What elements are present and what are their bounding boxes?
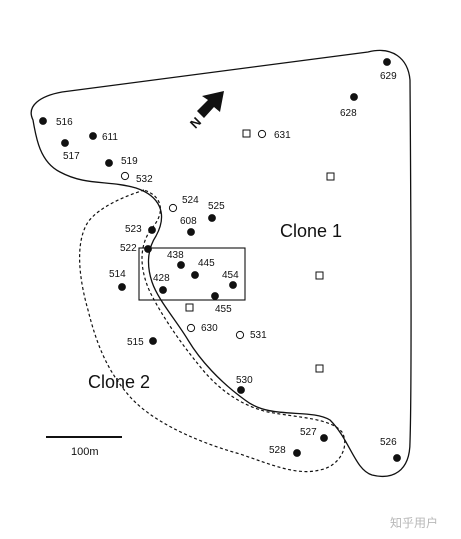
filled-circle-marker [237, 386, 245, 394]
filled-circle-marker [320, 434, 328, 442]
filled-circle-marker [293, 449, 301, 457]
filled-circle-marker [393, 454, 401, 462]
filled-circle-marker [208, 214, 216, 222]
sample-point-label: 525 [208, 201, 225, 212]
filled-circle-marker [61, 139, 69, 147]
open-circle-marker [120, 171, 130, 181]
sample-point-454: 454 [222, 270, 239, 289]
sample-point-label: 532 [136, 174, 153, 185]
open-circle-marker [235, 330, 245, 340]
sample-point-516: 516 [39, 117, 73, 128]
filled-circle-marker [191, 271, 199, 279]
watermark-text: 知乎用户 [390, 515, 438, 530]
sample-point-label: 445 [198, 258, 215, 269]
sample-point-label: 526 [380, 437, 397, 448]
sample-point-label: 527 [300, 427, 317, 438]
filled-circle-marker [105, 159, 113, 167]
open-circle-marker [168, 203, 178, 213]
sample-point-label: 428 [153, 273, 170, 284]
sample-point-608: 608 [180, 216, 197, 236]
filled-circle-marker [148, 226, 156, 234]
filled-circle-marker [89, 132, 97, 140]
sample-point-label: 531 [250, 330, 267, 341]
square-marker [315, 271, 324, 280]
filled-circle-marker [159, 286, 167, 294]
sample-point-523: 523 [125, 224, 156, 235]
sample-point-611: 611 [89, 132, 118, 143]
filled-circle-marker [229, 281, 237, 289]
clone-1-boundary [30, 49, 412, 477]
sample-point-530: 530 [236, 375, 253, 394]
sample-point-522: 522 [120, 243, 152, 254]
sample-point-label: 522 [120, 243, 137, 254]
sample-point-label: 455 [215, 304, 232, 315]
sample-point-517: 517 [61, 139, 80, 162]
sample-point-428: 428 [153, 273, 170, 294]
sample-point-629: 629 [380, 58, 397, 82]
north-arrow: N [187, 91, 224, 131]
sample-point-438: 438 [167, 250, 185, 269]
sample-point-label: 608 [180, 216, 197, 227]
sample-point-628: 628 [340, 93, 358, 119]
sample-point-630: 630 [186, 323, 218, 334]
sample-point-525: 525 [208, 201, 225, 222]
sample-point-514: 514 [109, 269, 126, 291]
north-arrow-icon [197, 91, 224, 118]
sample-point-519: 519 [105, 156, 138, 167]
sample-point-label: 517 [63, 151, 80, 162]
sample-point-label: 528 [269, 445, 286, 456]
sample-point-526: 526 [380, 437, 401, 462]
filled-circle-marker [39, 117, 47, 125]
clone-2-label: Clone 2 [88, 372, 150, 392]
study-plot-rectangle [138, 247, 246, 301]
filled-circle-marker [149, 337, 157, 345]
scale-bar: 100m [46, 436, 122, 458]
sample-points: 516 611 517 519 532 629 628 631 524 525 608 523 522 4… [39, 58, 401, 462]
sample-point-527: 527 [300, 427, 328, 442]
square-marker [315, 364, 324, 373]
sample-point-label: 524 [182, 195, 199, 206]
sample-point-label: 631 [274, 130, 291, 141]
sample-point-label: 629 [380, 71, 397, 82]
sample-point-label: 523 [125, 224, 142, 235]
filled-circle-marker [211, 292, 219, 300]
filled-circle-marker [350, 93, 358, 101]
empty-square-markers [185, 129, 335, 373]
sample-point-631: 631 [257, 129, 291, 141]
filled-circle-marker [144, 245, 152, 253]
sample-point-label: 514 [109, 269, 126, 280]
sample-point-label: 516 [56, 117, 73, 128]
sample-point-455: 455 [211, 292, 232, 315]
sample-point-label: 454 [222, 270, 239, 281]
sample-point-445: 445 [191, 258, 215, 279]
square-marker [185, 303, 194, 312]
sample-point-label: 630 [201, 323, 218, 334]
square-marker [242, 129, 251, 138]
clone-1-label: Clone 1 [280, 221, 342, 241]
open-circle-marker [186, 323, 196, 333]
sample-point-label: 628 [340, 108, 357, 119]
filled-circle-marker [187, 228, 195, 236]
sample-point-528: 528 [269, 445, 301, 457]
sample-point-524: 524 [168, 195, 199, 213]
square-marker [326, 172, 335, 181]
sample-point-label: 530 [236, 375, 253, 386]
filled-circle-marker [177, 261, 185, 269]
filled-circle-marker [383, 58, 391, 66]
north-label: N [187, 114, 204, 131]
sample-point-531: 531 [235, 330, 267, 341]
sample-point-532: 532 [120, 171, 153, 185]
sample-point-label: 515 [127, 337, 144, 348]
sample-point-515: 515 [127, 337, 157, 348]
scale-bar-label: 100m [71, 446, 99, 458]
sample-point-label: 519 [121, 156, 138, 167]
open-circle-marker [257, 129, 267, 139]
filled-circle-marker [118, 283, 126, 291]
sample-point-label: 438 [167, 250, 184, 261]
sample-point-label: 611 [102, 132, 118, 143]
